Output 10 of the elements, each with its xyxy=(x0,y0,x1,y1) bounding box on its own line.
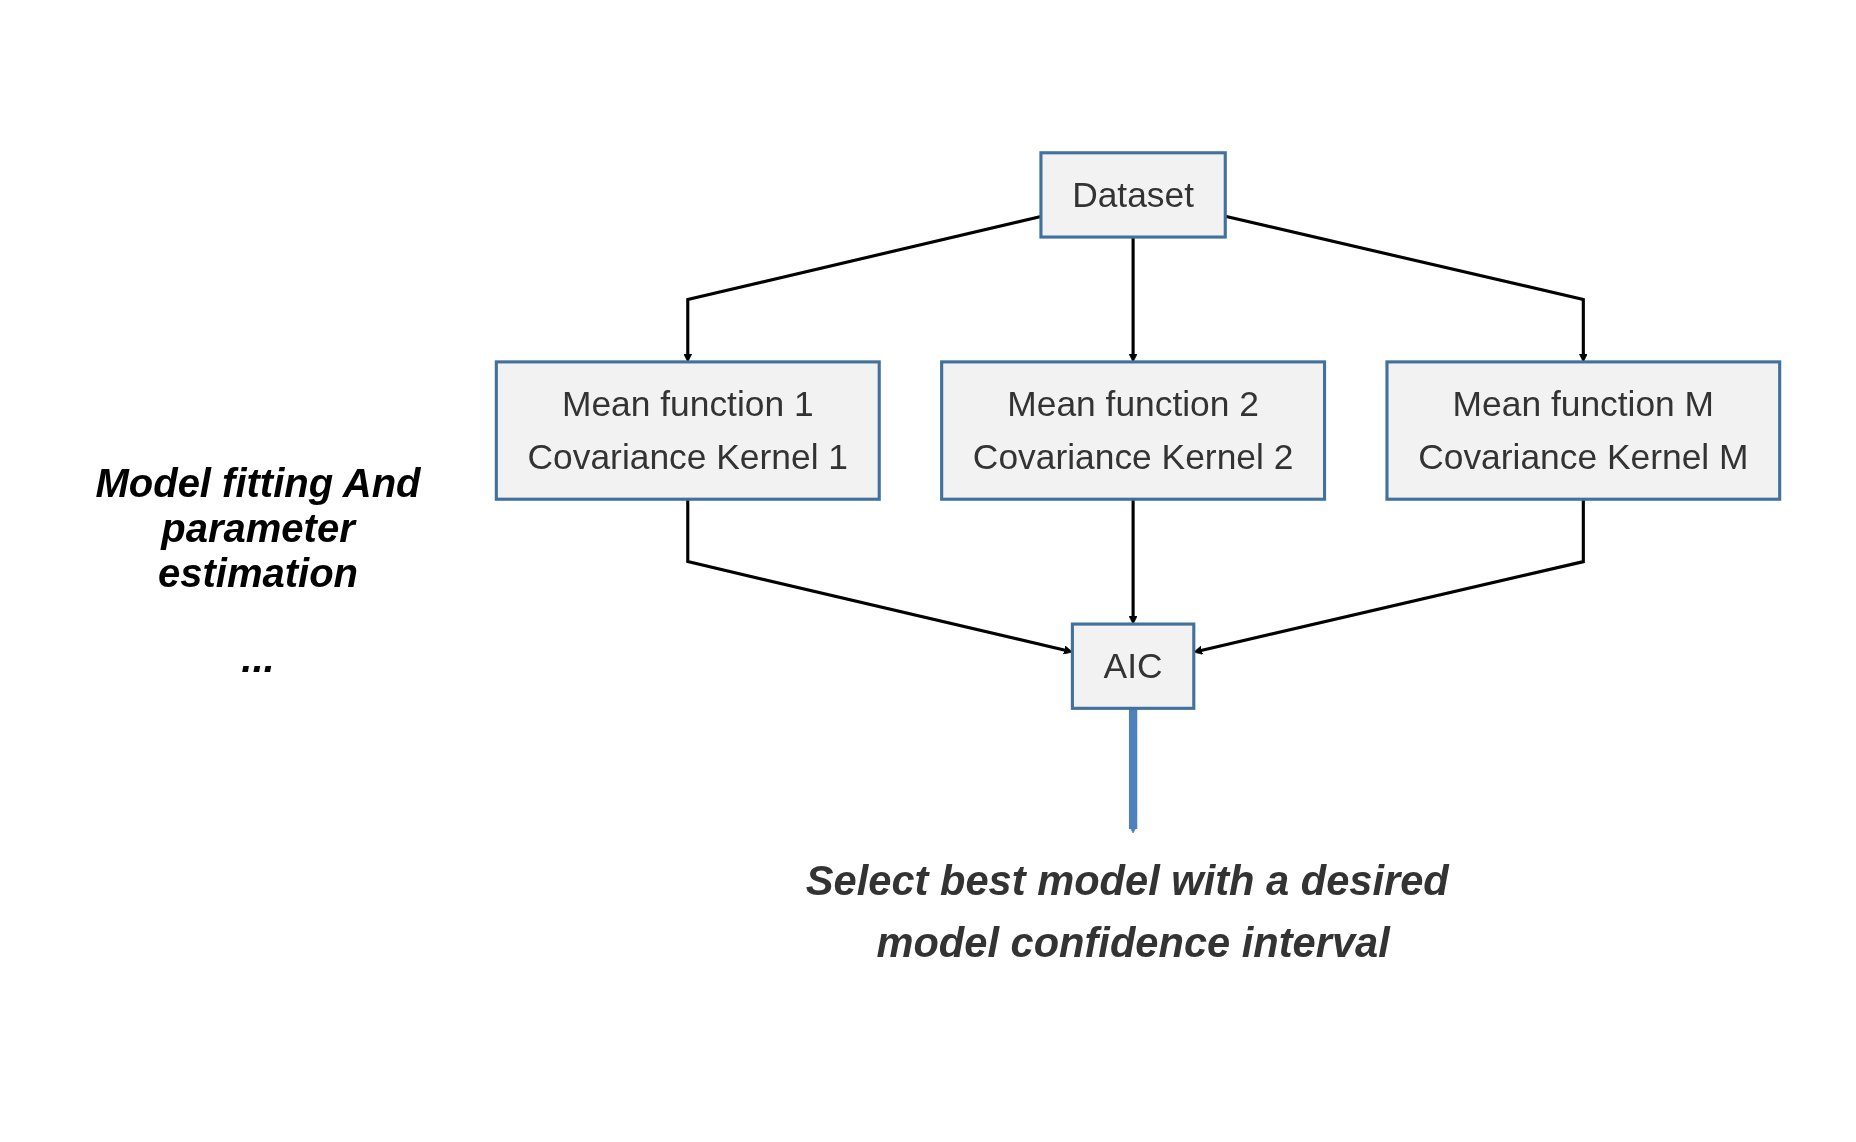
arrow xyxy=(1128,708,1138,834)
annotation-text: ... xyxy=(240,636,276,681)
node-box: AIC xyxy=(1070,622,1196,710)
node-text: Select best model with a desired model confidence interval xyxy=(805,857,1449,966)
node-box: Mean function 2 Covariance Kernel 2 xyxy=(940,360,1327,501)
node-box: Mean function 1 Covariance Kernel 1 xyxy=(494,360,881,501)
arrow xyxy=(1128,499,1138,625)
annotation-text: Model fitting And parameter estimation xyxy=(94,461,422,596)
node-box: Dataset xyxy=(1039,151,1227,239)
node-box: Mean function M Covariance Kernel M xyxy=(1385,360,1782,501)
